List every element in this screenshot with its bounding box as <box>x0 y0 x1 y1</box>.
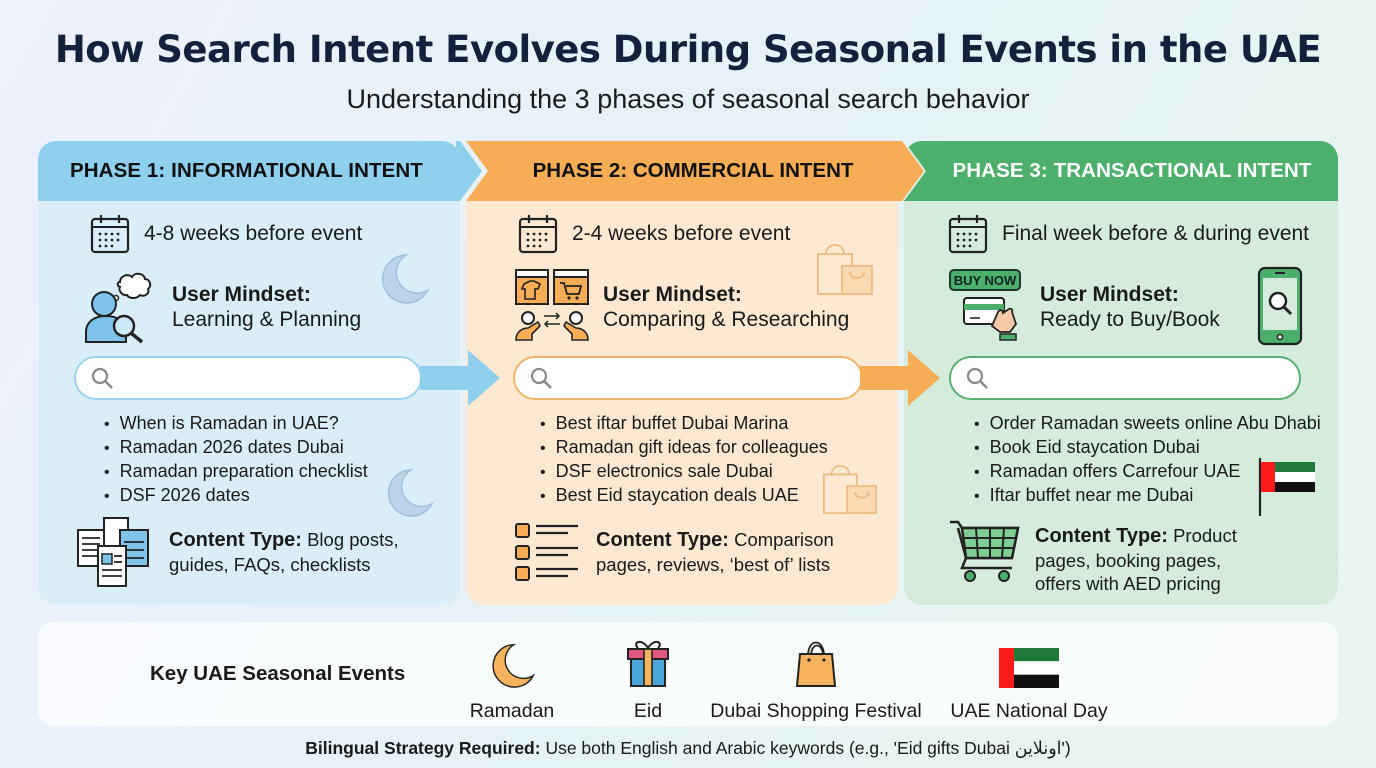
user-thinking-icon <box>85 272 152 344</box>
query-item: Best iftar buffet Dubai Marina <box>540 412 828 436</box>
page-subtitle: Understanding the 3 phases of seasonal s… <box>346 84 1030 114</box>
phase-3-content-type: Content Type: Product pages, booking pag… <box>1035 524 1237 596</box>
shopping-bags-icon <box>817 244 873 295</box>
calendar-icon <box>90 215 130 254</box>
content-type-value: Blog posts, <box>301 529 399 550</box>
phase-3-mindset: User Mindset: Ready to Buy/Book <box>1040 282 1220 332</box>
phase-2-panel <box>466 141 898 605</box>
query-item: When is Ramadan in UAE? <box>104 412 368 436</box>
content-type-value: Comparison <box>728 529 834 550</box>
gift-icon <box>627 641 669 687</box>
phase-2-mindset-value: Comparing & Researching <box>603 308 850 331</box>
uae-flag-icon <box>999 648 1059 688</box>
content-type-label: Content Type: <box>169 529 302 551</box>
event-name: Eid <box>633 700 663 722</box>
card-payment-icon <box>963 297 1018 341</box>
event-uae-national-day: UAE National Day <box>944 636 1114 723</box>
smartphone-search-icon <box>1257 266 1303 346</box>
phase-1-search-input[interactable] <box>74 356 422 400</box>
event-eid: Eid <box>608 636 688 723</box>
content-type-value: Product <box>1167 525 1237 546</box>
phase-3-mindset-label: User Mindset: <box>1040 283 1179 306</box>
footer-text: Use both English and Arabic keywords (e.… <box>540 738 1071 758</box>
checklist-icon <box>515 523 578 581</box>
phase-2-mindset: User Mindset: Comparing & Researching <box>603 282 849 332</box>
content-type-label: Content Type: <box>596 529 729 551</box>
query-item: Ramadan 2026 dates Dubai <box>104 436 368 460</box>
bilingual-strategy-note: Bilingual Strategy Required: Use both En… <box>0 738 1376 759</box>
phase-1-chevron <box>456 141 482 201</box>
query-item: Best Eid staycation deals UAE <box>540 484 828 508</box>
phase-2-query-list: Best iftar buffet Dubai Marina Ramadan g… <box>540 412 828 508</box>
phase-1-timing: 4-8 weeks before event <box>90 214 362 254</box>
query-item: Book Eid staycation Dubai <box>974 436 1321 460</box>
phase-3-query-list: Order Ramadan sweets online Abu Dhabi Bo… <box>974 412 1321 508</box>
content-type-value-3: offers with AED pricing <box>1035 573 1221 594</box>
phase-1-header: PHASE 1: INFORMATIONAL INTENT <box>70 159 423 182</box>
search-icon <box>91 367 113 389</box>
documents-icon <box>77 517 149 587</box>
phase-3-mindset-value: Ready to Buy/Book <box>1040 308 1220 331</box>
content-type-value-2: pages, reviews, ‘best of’ lists <box>596 553 831 575</box>
phase-3-timing: Final week before & during event <box>948 214 1309 254</box>
phase-2-body <box>466 201 898 605</box>
comparing-people-icon <box>515 269 589 341</box>
content-type-value-2: pages, booking pages, <box>1035 549 1222 571</box>
shopping-cart-icon <box>950 520 1020 582</box>
phase-3-header-bg <box>904 141 1338 201</box>
phase-3-search-input[interactable] <box>949 356 1301 400</box>
phase-2-header: PHASE 2: COMMERCIAL INTENT <box>532 159 854 182</box>
phase-2-timing-text: 2-4 weeks before event <box>572 222 791 245</box>
query-item: Ramadan preparation checklist <box>104 460 368 484</box>
phase-3-header: PHASE 3: TRANSACTIONAL INTENT <box>952 159 1312 182</box>
shopping-bag-icon <box>795 641 837 687</box>
shopping-bags-icon-2 <box>823 464 877 515</box>
event-name: UAE National Day <box>950 700 1108 722</box>
uae-flag-icon <box>1258 458 1315 516</box>
phase-1-timing-text: 4-8 weeks before event <box>144 222 363 245</box>
query-item: DSF 2026 dates <box>104 484 368 508</box>
events-label: Key UAE Seasonal Events <box>150 662 406 685</box>
crescent-moon-icon <box>492 643 535 688</box>
event-name: Ramadan <box>469 700 555 722</box>
event-dubai-shopping-festival: Dubai Shopping Festival <box>706 636 926 723</box>
phase-1-content-type: Content Type: Blog posts, guides, FAQs, … <box>169 528 399 576</box>
calendar-icon <box>948 215 988 254</box>
search-icon <box>530 367 552 389</box>
phase-2-header-bg <box>466 141 922 201</box>
phase-2-content-type: Content Type: Comparison pages, reviews,… <box>596 528 834 576</box>
search-icon <box>966 367 988 389</box>
phase-2-to-3-arrow <box>860 350 940 406</box>
phase-1-to-2-arrow <box>420 350 500 406</box>
query-item: Order Ramadan sweets online Abu Dhabi <box>974 412 1321 436</box>
phase-2-chevron-tip <box>898 141 924 201</box>
query-item: Iftar buffet near me Dubai <box>974 484 1321 508</box>
event-ramadan: Ramadan <box>462 636 562 723</box>
content-type-label: Content Type: <box>1035 525 1168 547</box>
phase-2-search-input[interactable] <box>513 356 863 400</box>
phase-3-timing-text: Final week before & during event <box>1002 222 1310 245</box>
query-item: Ramadan offers Carrefour UAE <box>974 460 1321 484</box>
footer-bold-label: Bilingual Strategy Required: <box>305 738 541 758</box>
phase-1-query-list: When is Ramadan in UAE? Ramadan 2026 dat… <box>104 412 368 508</box>
query-item: DSF electronics sale Dubai <box>540 460 828 484</box>
page-title: How Search Intent Evolves During Seasona… <box>54 28 1322 71</box>
buy-now-badge: BUY NOW <box>949 269 1021 291</box>
crescent-moon-icon <box>381 254 430 304</box>
phase-2-mindset-label: User Mindset: <box>603 283 742 306</box>
phase-1-mindset: User Mindset: Learning & Planning <box>172 282 361 332</box>
event-name: Dubai Shopping Festival <box>710 700 922 722</box>
calendar-icon <box>518 215 558 254</box>
phase-1-header-bg <box>38 141 460 201</box>
phase-1-mindset-value: Learning & Planning <box>172 308 362 331</box>
phase-1-mindset-label: User Mindset: <box>172 283 311 306</box>
seasonal-events-panel: Key UAE Seasonal Events Ramadan Eid Duba… <box>38 622 1338 726</box>
content-type-value-2: guides, FAQs, checklists <box>169 553 371 575</box>
phase-2-timing: 2-4 weeks before event <box>518 214 790 254</box>
query-item: Ramadan gift ideas for colleagues <box>540 436 828 460</box>
crescent-moon-icon-2 <box>387 469 434 517</box>
